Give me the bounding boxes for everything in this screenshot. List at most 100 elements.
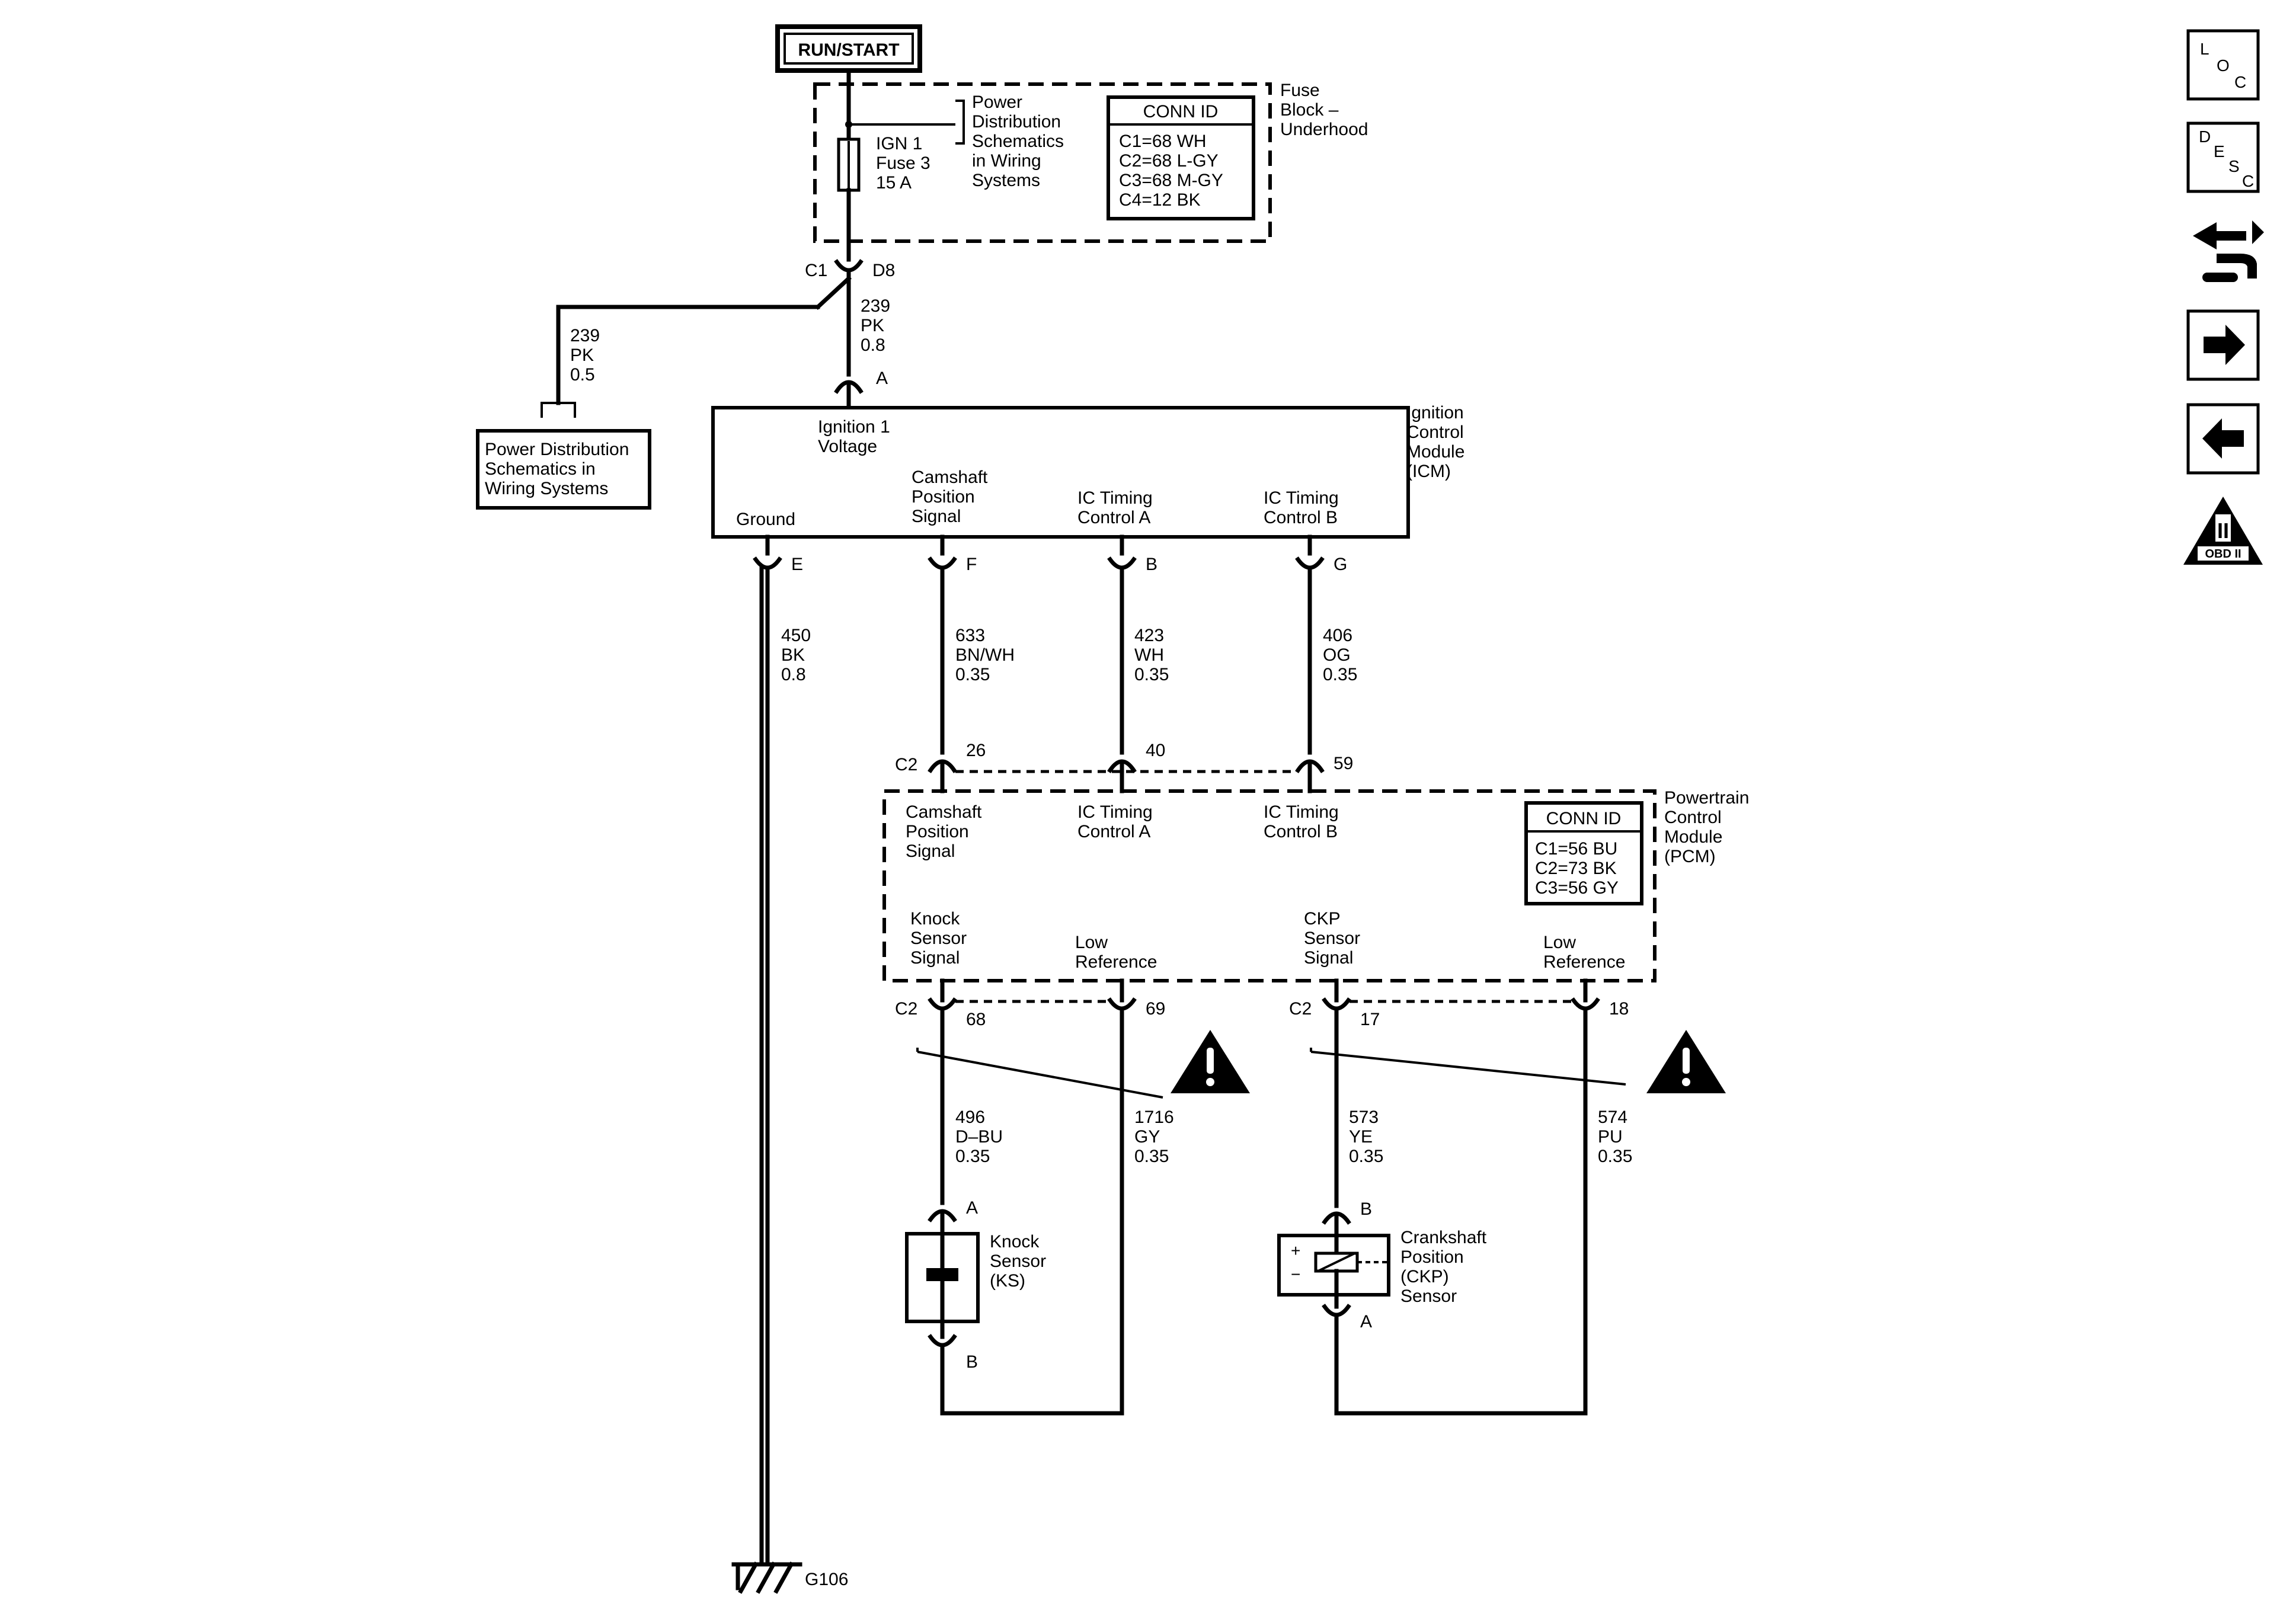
svg-text:Schematics: Schematics bbox=[972, 132, 1064, 151]
icm-cmp-label: Camshaft Position Signal bbox=[912, 468, 988, 526]
svg-text:B: B bbox=[1360, 1199, 1372, 1219]
svg-text:26: 26 bbox=[966, 741, 986, 760]
svg-text:0.35: 0.35 bbox=[1134, 665, 1169, 684]
svg-text:Sensor: Sensor bbox=[1304, 929, 1360, 948]
wire-239-pk-08-label: 239 PK 0.8 bbox=[861, 296, 890, 355]
ckp-sensor: + − bbox=[1277, 1233, 1390, 1297]
svg-text:633: 633 bbox=[955, 626, 985, 645]
svg-text:0.35: 0.35 bbox=[1134, 1147, 1169, 1166]
svg-text:C3=56 GY: C3=56 GY bbox=[1535, 878, 1619, 898]
run-start-label: RUN/START bbox=[775, 24, 922, 73]
svg-text:Control B: Control B bbox=[1264, 822, 1338, 841]
svg-text:Power: Power bbox=[972, 92, 1022, 112]
svg-text:0.8: 0.8 bbox=[861, 335, 885, 355]
pcm-cmp-label: Camshaft Position Signal bbox=[906, 802, 982, 861]
svg-text:RUN/START: RUN/START bbox=[798, 40, 899, 60]
svg-text:0.35: 0.35 bbox=[955, 1147, 990, 1166]
svg-text:Low: Low bbox=[1075, 933, 1108, 952]
svg-text:IC Timing: IC Timing bbox=[1264, 488, 1339, 508]
connector-tools-icon[interactable] bbox=[2193, 220, 2264, 282]
icm-ground-label: Ground bbox=[736, 510, 795, 529]
svg-text:E: E bbox=[791, 555, 803, 574]
svg-text:239: 239 bbox=[861, 296, 890, 316]
power-distribution-box: Power Distribution Schematics in Wiring … bbox=[476, 429, 651, 510]
svg-text:IGN 1: IGN 1 bbox=[876, 134, 922, 153]
svg-text:D8: D8 bbox=[872, 261, 895, 280]
loc-icon[interactable]: L O C bbox=[2186, 29, 2260, 101]
svg-text:Reference: Reference bbox=[1075, 952, 1157, 972]
svg-text:Position: Position bbox=[906, 822, 969, 841]
svg-text:Module: Module bbox=[1664, 827, 1722, 847]
previous-arrow-icon[interactable] bbox=[2186, 403, 2260, 475]
svg-text:0.35: 0.35 bbox=[955, 665, 990, 684]
obd-ii-icon[interactable]: II OBD II bbox=[2183, 497, 2263, 565]
svg-text:YE: YE bbox=[1349, 1127, 1373, 1147]
icm-pin-b: B bbox=[1107, 534, 1157, 574]
fuse-block-outline bbox=[813, 82, 1272, 243]
svg-text:0.35: 0.35 bbox=[1323, 665, 1357, 684]
svg-text:574: 574 bbox=[1598, 1108, 1627, 1127]
pcm-ckp-label: CKP Sensor Signal bbox=[1304, 909, 1360, 968]
svg-text:239: 239 bbox=[570, 326, 600, 345]
knock-sensor bbox=[905, 1231, 980, 1324]
ground-label: G106 bbox=[805, 1570, 848, 1589]
svg-text:C2: C2 bbox=[895, 999, 917, 1019]
svg-text:B: B bbox=[966, 1352, 978, 1372]
svg-text:CKP: CKP bbox=[1304, 909, 1341, 929]
svg-text:15 A: 15 A bbox=[876, 173, 912, 193]
desc-icon[interactable]: D E S C bbox=[2186, 121, 2260, 193]
svg-text:in Wiring: in Wiring bbox=[972, 151, 1041, 171]
svg-text:406: 406 bbox=[1323, 626, 1352, 645]
svg-text:Schematics in: Schematics in bbox=[485, 459, 596, 479]
svg-text:Powertrain: Powertrain bbox=[1664, 788, 1749, 808]
wire-450-label: 450 BK 0.8 bbox=[781, 626, 811, 684]
svg-text:BK: BK bbox=[781, 645, 805, 665]
wire-423-label: 423 WH 0.35 bbox=[1134, 626, 1169, 684]
svg-text:Block –: Block – bbox=[1280, 100, 1339, 120]
svg-text:Reference: Reference bbox=[1543, 952, 1625, 972]
wire-1716-label: 1716 GY 0.35 bbox=[1134, 1108, 1174, 1166]
svg-text:450: 450 bbox=[781, 626, 811, 645]
svg-text:0.5: 0.5 bbox=[570, 365, 595, 385]
svg-text:S: S bbox=[2228, 157, 2240, 175]
svg-text:(CKP): (CKP) bbox=[1400, 1267, 1449, 1286]
icm-pin-f: F bbox=[928, 534, 977, 574]
svg-text:Signal: Signal bbox=[912, 507, 961, 526]
svg-text:(PCM): (PCM) bbox=[1664, 847, 1716, 866]
svg-text:C1=56 BU: C1=56 BU bbox=[1535, 839, 1617, 859]
ignition-control-module bbox=[711, 406, 1410, 539]
svg-text:CONN ID: CONN ID bbox=[1143, 102, 1219, 121]
svg-text:C: C bbox=[2234, 73, 2246, 91]
svg-text:C: C bbox=[2242, 172, 2254, 190]
svg-text:C2=73 BK: C2=73 BK bbox=[1535, 859, 1617, 878]
pcm-title: Powertrain Control Module (PCM) bbox=[1664, 788, 1749, 866]
icm-ic-a-label: IC Timing Control A bbox=[1077, 488, 1153, 527]
svg-text:G: G bbox=[1334, 555, 1347, 574]
svg-text:GY: GY bbox=[1134, 1127, 1160, 1147]
svg-text:C3=68 M-GY: C3=68 M-GY bbox=[1119, 171, 1223, 190]
svg-text:573: 573 bbox=[1349, 1108, 1379, 1127]
icm-title: Ignition Control Module (ICM) bbox=[1406, 403, 1464, 481]
svg-text:Underhood: Underhood bbox=[1280, 120, 1368, 139]
svg-text:IC Timing: IC Timing bbox=[1077, 488, 1153, 508]
next-arrow-icon[interactable] bbox=[2186, 309, 2260, 381]
svg-text:Power Distribution: Power Distribution bbox=[485, 440, 629, 459]
svg-text:Fuse: Fuse bbox=[1280, 81, 1320, 100]
svg-text:Distribution: Distribution bbox=[972, 112, 1061, 132]
svg-text:69: 69 bbox=[1146, 999, 1165, 1019]
svg-text:Sensor: Sensor bbox=[990, 1251, 1046, 1271]
svg-text:Sensor: Sensor bbox=[910, 929, 967, 948]
svg-text:17: 17 bbox=[1360, 1010, 1380, 1029]
svg-text:(KS): (KS) bbox=[990, 1271, 1025, 1291]
icm-ignition-voltage-label: Ignition 1 Voltage bbox=[818, 417, 890, 456]
svg-text:A: A bbox=[966, 1198, 978, 1218]
wire-573-label: 573 YE 0.35 bbox=[1349, 1108, 1383, 1166]
svg-text:Signal: Signal bbox=[1304, 948, 1353, 968]
svg-text:A: A bbox=[1360, 1312, 1372, 1331]
svg-text:Control: Control bbox=[1664, 808, 1722, 827]
knock-sensor-label: Knock Sensor (KS) bbox=[990, 1232, 1046, 1291]
svg-text:C2=68 L-GY: C2=68 L-GY bbox=[1119, 151, 1219, 171]
svg-text:OG: OG bbox=[1323, 645, 1351, 665]
svg-text:C1=68 WH: C1=68 WH bbox=[1119, 132, 1207, 151]
svg-text:B: B bbox=[1146, 555, 1157, 574]
